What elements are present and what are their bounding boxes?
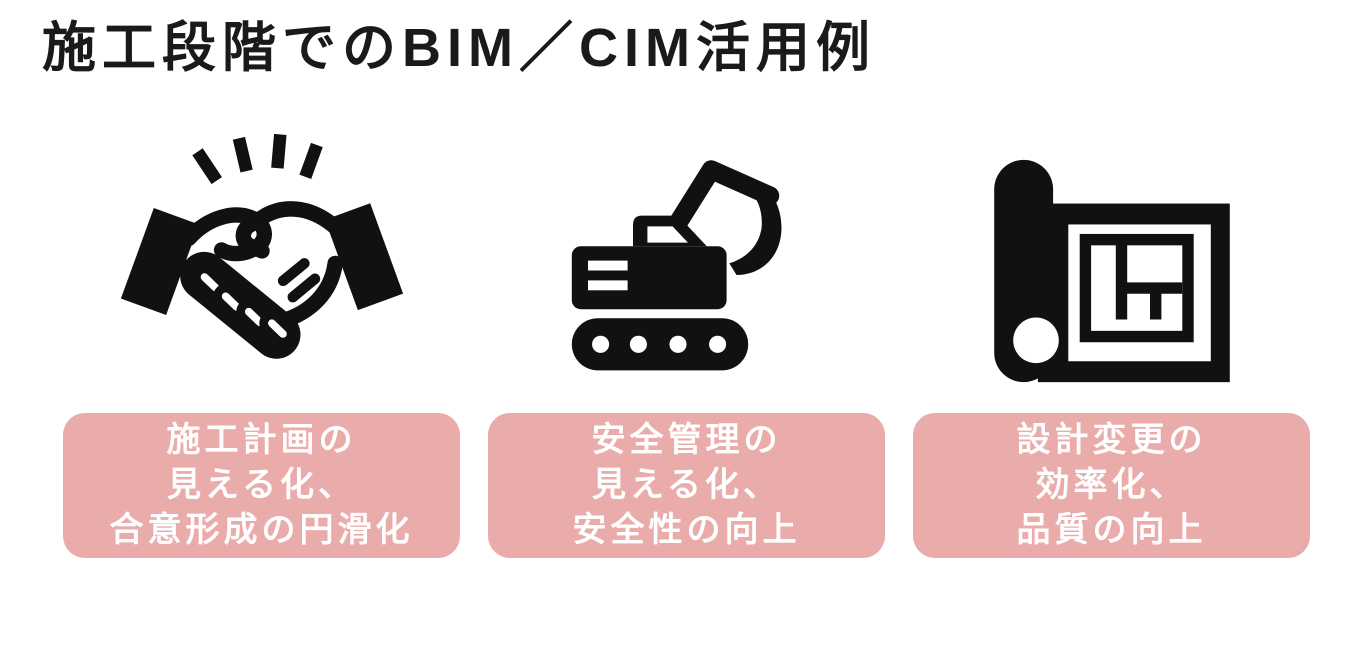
feature-columns: 施工計画の 見える化、 合意形成の円滑化 <box>63 111 1310 558</box>
column-construction-plan: 施工計画の 見える化、 合意形成の円滑化 <box>63 111 460 558</box>
caption-text: 設計変更の 効率化、 品質の向上 <box>1016 420 1207 549</box>
caption-text: 安全管理の 見える化、 安全性の向上 <box>572 420 801 549</box>
blueprint-icon <box>979 111 1245 413</box>
caption-card-safety-management: 安全管理の 見える化、 安全性の向上 <box>488 412 885 558</box>
page-title: 施工段階でのBIM／CIM活用例 <box>42 18 876 78</box>
handshake-icon <box>108 111 416 413</box>
caption-card-design-change: 設計変更の 効率化、 品質の向上 <box>913 412 1310 558</box>
column-safety-management: 安全管理の 見える化、 安全性の向上 <box>488 111 885 558</box>
caption-card-construction-plan: 施工計画の 見える化、 合意形成の円滑化 <box>63 412 460 558</box>
caption-text: 施工計画の 見える化、 合意形成の円滑化 <box>109 420 414 549</box>
column-design-change: 設計変更の 効率化、 品質の向上 <box>913 111 1310 558</box>
excavator-icon <box>552 111 822 413</box>
